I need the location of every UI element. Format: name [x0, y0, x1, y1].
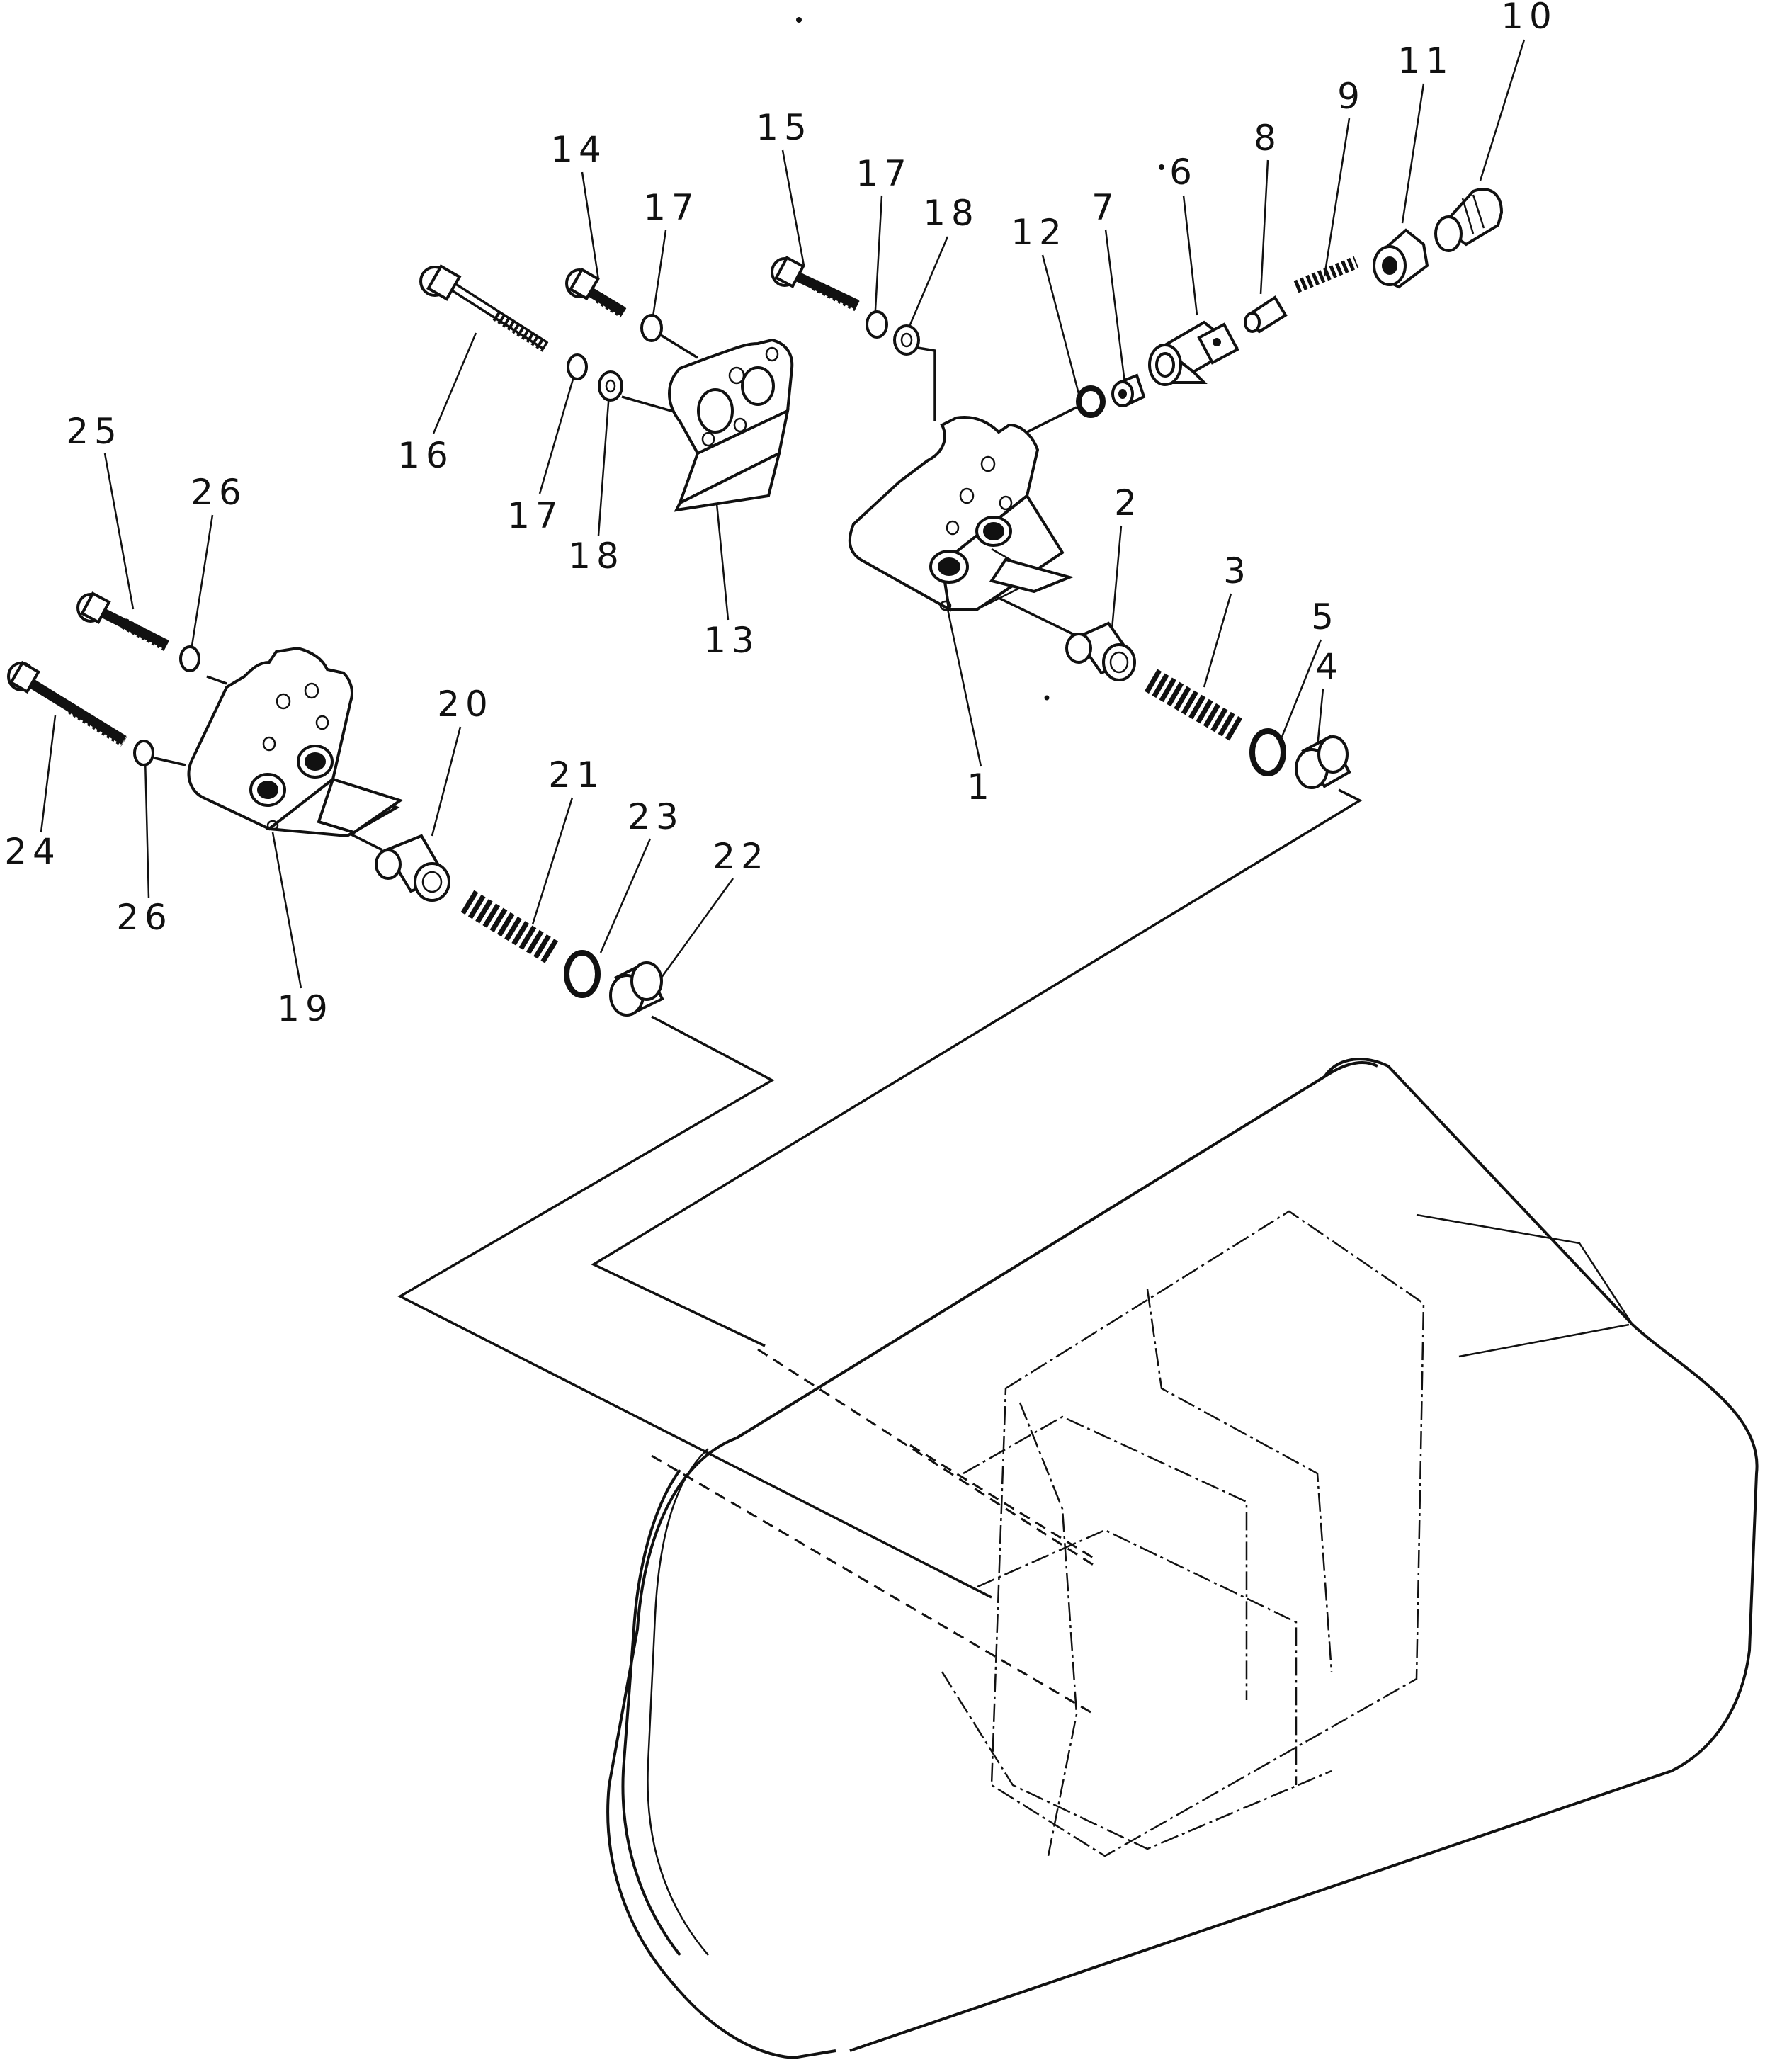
bolts — [7, 256, 860, 747]
plug-7 — [1111, 373, 1146, 407]
washer-18-left — [598, 370, 623, 402]
valve-body-6 — [1148, 320, 1239, 386]
washer-26-top — [179, 645, 200, 672]
label-25: 25 — [66, 411, 123, 452]
washer-17-left — [567, 353, 588, 380]
bolt-25 — [76, 591, 169, 652]
washer-17-top — [640, 314, 663, 342]
label-19: 19 — [277, 988, 334, 1029]
scan-dot — [1159, 164, 1164, 170]
scan-dot — [1044, 695, 1050, 701]
label-17-top: 17 — [643, 187, 700, 228]
label-18-right: 18 — [923, 193, 980, 234]
label-17-left: 17 — [507, 495, 564, 536]
label-6: 6 — [1169, 152, 1198, 193]
o-ring-5 — [1249, 728, 1286, 776]
label-26-bottom: 26 — [116, 897, 173, 938]
plug-4 — [1295, 735, 1351, 789]
valve-body-19 — [187, 646, 404, 838]
label-23: 23 — [628, 796, 684, 837]
spool-20 — [375, 834, 450, 902]
spring-21 — [460, 890, 560, 964]
left-valve-parts — [375, 834, 664, 1017]
washer-17-right — [866, 310, 888, 339]
part-labels: 1 2 3 4 5 6 7 8 9 10 11 12 13 14 15 16 1… — [4, 0, 1557, 1029]
washers — [133, 310, 920, 766]
bolt-24 — [7, 660, 127, 747]
label-21: 21 — [548, 754, 605, 796]
o-ring-23 — [564, 950, 601, 998]
label-17-right: 17 — [856, 153, 912, 194]
right-valve-parts — [1065, 621, 1351, 789]
label-12: 12 — [1011, 212, 1067, 253]
o-ring-12 — [1076, 385, 1106, 418]
label-1: 1 — [967, 766, 995, 808]
cover-plate-13 — [668, 338, 794, 512]
label-10: 10 — [1501, 0, 1557, 37]
plug-10 — [1434, 188, 1504, 252]
label-7: 7 — [1091, 187, 1120, 228]
spool-2 — [1065, 621, 1136, 681]
plug-22 — [609, 961, 664, 1017]
label-24: 24 — [4, 831, 61, 872]
label-26-top: 26 — [191, 472, 247, 513]
label-14: 14 — [550, 129, 607, 170]
label-16: 16 — [397, 435, 454, 476]
label-15: 15 — [756, 107, 812, 148]
bolt-14 — [565, 267, 627, 318]
upper-valve-parts — [1076, 188, 1504, 418]
spring-3 — [1144, 669, 1243, 741]
label-5: 5 — [1311, 596, 1339, 638]
label-20: 20 — [437, 684, 494, 725]
label-3: 3 — [1223, 550, 1252, 591]
nut-11 — [1373, 228, 1429, 289]
washer-18-right — [893, 324, 920, 356]
bolt-16 — [419, 264, 549, 352]
scan-dot — [796, 17, 802, 23]
label-22: 22 — [713, 836, 769, 877]
label-18-left: 18 — [568, 536, 625, 577]
spring-9 — [1293, 256, 1359, 293]
label-13: 13 — [703, 620, 760, 661]
valve-body-1 — [848, 416, 1074, 612]
bolt-15 — [771, 256, 860, 312]
label-11: 11 — [1397, 40, 1454, 81]
transmission-housing — [606, 1058, 1759, 2060]
label-9: 9 — [1337, 76, 1366, 117]
assembly-lines — [154, 332, 1363, 1599]
leader-lines — [40, 39, 1526, 1007]
label-4: 4 — [1315, 646, 1344, 687]
needle-8 — [1244, 295, 1288, 334]
washer-26-bottom — [133, 740, 154, 766]
label-8: 8 — [1254, 118, 1282, 159]
label-2: 2 — [1114, 482, 1142, 523]
